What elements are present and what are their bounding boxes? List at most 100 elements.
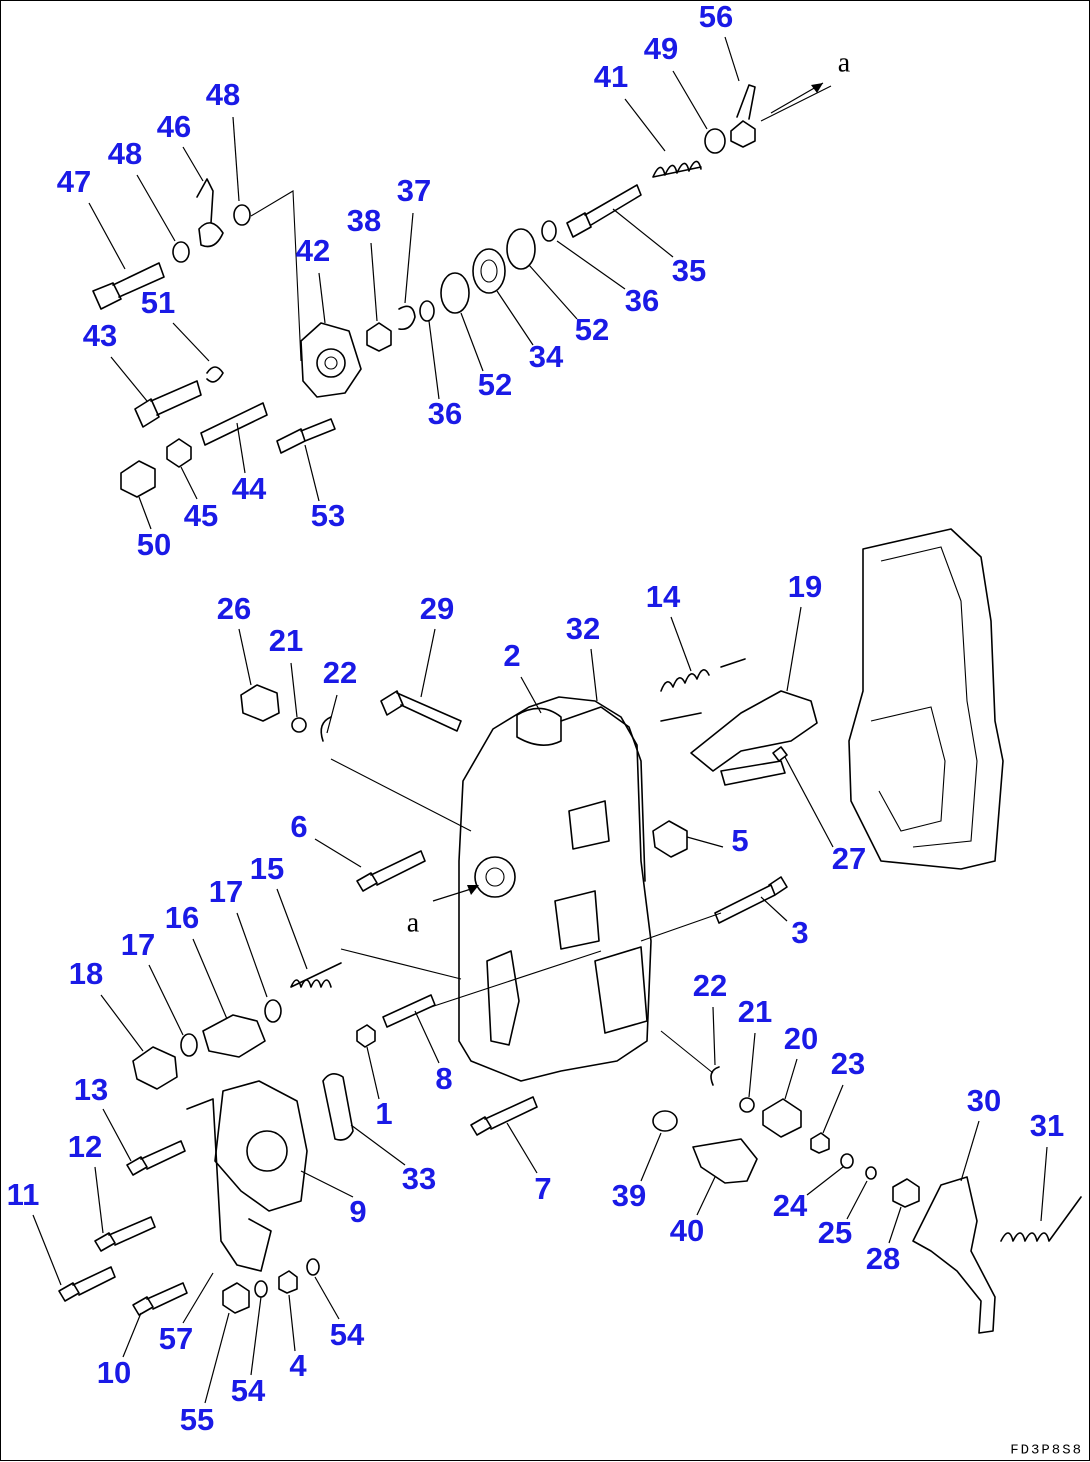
stud-3 [714, 876, 788, 924]
leader-21b [748, 1032, 756, 1098]
callout-c30: 30 [967, 1083, 1001, 1118]
callout-c54a: 54 [330, 1317, 365, 1352]
ring-22-upper [320, 716, 332, 742]
callout-c6: 6 [290, 809, 307, 844]
callout-c38: 38 [347, 203, 381, 238]
leader-lines-main [330, 758, 722, 1074]
callout-c55: 55 [180, 1402, 214, 1437]
end-housing [848, 528, 1004, 870]
housing-bore-a [474, 856, 516, 898]
leader-44 [236, 422, 246, 474]
washer-49 [704, 128, 726, 154]
callout-c50: 50 [137, 527, 171, 562]
main-housing [432, 696, 652, 1082]
ring-37 [398, 305, 416, 331]
callout-c11: 11 [7, 1177, 40, 1212]
pin-53 [276, 418, 336, 454]
leader-3 [760, 896, 788, 922]
leader-54b [250, 1296, 262, 1376]
nut-38 [366, 322, 392, 352]
gasket-57 [186, 1098, 272, 1272]
leader-10 [122, 1312, 142, 1358]
cover-bore-9 [246, 1130, 288, 1172]
callout-c51: 51 [141, 285, 175, 320]
bolt-11 [58, 1266, 116, 1302]
callout-c12: 12 [68, 1129, 102, 1164]
leader-22a [326, 694, 338, 734]
bolt-13 [126, 1140, 186, 1176]
end-housing-web [870, 706, 946, 832]
bolt-7 [470, 1096, 538, 1136]
cover-9 [214, 1080, 308, 1212]
plug-26 [240, 684, 280, 722]
leader-51 [172, 322, 210, 362]
leader-12 [94, 1166, 104, 1234]
leader-21a [290, 662, 298, 718]
seal-33 [322, 1073, 354, 1141]
callout-c18: 18 [69, 956, 103, 991]
leader-54a [314, 1276, 340, 1320]
leader-27 [784, 756, 834, 848]
callout-c54b: 54 [231, 1373, 266, 1408]
seat-34 [472, 248, 506, 294]
callout-c7: 7 [534, 1171, 551, 1206]
o-ring-21-upper [291, 717, 307, 733]
washer-54-right [306, 1258, 320, 1276]
spring-15 [290, 962, 342, 988]
leader-32 [590, 648, 598, 702]
callout-c14: 14 [646, 579, 681, 614]
leader-6 [314, 838, 362, 868]
bushing-20 [762, 1098, 802, 1138]
leader-46 [182, 146, 204, 182]
bolt-47 [92, 262, 165, 310]
leader-52b [460, 312, 484, 372]
leader-8 [414, 1010, 440, 1064]
callout-c41: 41 [594, 59, 628, 94]
leader-36b [428, 320, 440, 400]
leader-4 [288, 1294, 296, 1352]
leader-52a [528, 264, 578, 320]
leader-49 [672, 70, 708, 130]
leader-20 [784, 1058, 798, 1100]
leader-26 [238, 628, 252, 686]
leader-39 [640, 1132, 662, 1182]
leader-11 [32, 1214, 62, 1286]
callout-c40: 40 [670, 1213, 704, 1248]
plug-55 [222, 1282, 250, 1314]
leader-19 [786, 606, 802, 692]
leader-17b [148, 964, 184, 1036]
ring-22-lower [710, 1066, 720, 1086]
view-arrow-a-lower [432, 888, 472, 902]
callout-c5: 5 [731, 823, 748, 858]
spring-14 [660, 658, 746, 692]
nut-23 [810, 1132, 830, 1154]
lower-right-parts [652, 1066, 1082, 1334]
leader-24 [806, 1166, 844, 1196]
nut-4 [278, 1270, 298, 1294]
lever-shaft-19 [660, 712, 786, 786]
callout-c8: 8 [435, 1061, 452, 1096]
shaft-44 [200, 402, 268, 446]
o-ring-52-upper [506, 228, 536, 270]
leader-7 [506, 1122, 538, 1174]
callout-c1: 1 [375, 1096, 392, 1131]
washer-48 [172, 241, 190, 263]
washer-17-right [264, 999, 282, 1023]
callout-c4: 4 [289, 1348, 307, 1383]
spring-41 [652, 160, 702, 178]
callout-c34: 34 [529, 339, 564, 374]
leader-2 [520, 676, 542, 714]
sleeve-16 [202, 1014, 266, 1058]
callout-c42: 42 [296, 233, 330, 268]
callout-c36b: 36 [428, 396, 462, 431]
callout-c17a: 17 [209, 874, 243, 909]
callout-c24: 24 [773, 1188, 808, 1223]
upper-assembly [92, 82, 832, 498]
cap-50 [120, 460, 156, 498]
leader-36a [556, 240, 626, 290]
pump-body-42 [300, 322, 362, 398]
washer-39 [652, 1110, 678, 1132]
leader-50 [138, 496, 152, 530]
